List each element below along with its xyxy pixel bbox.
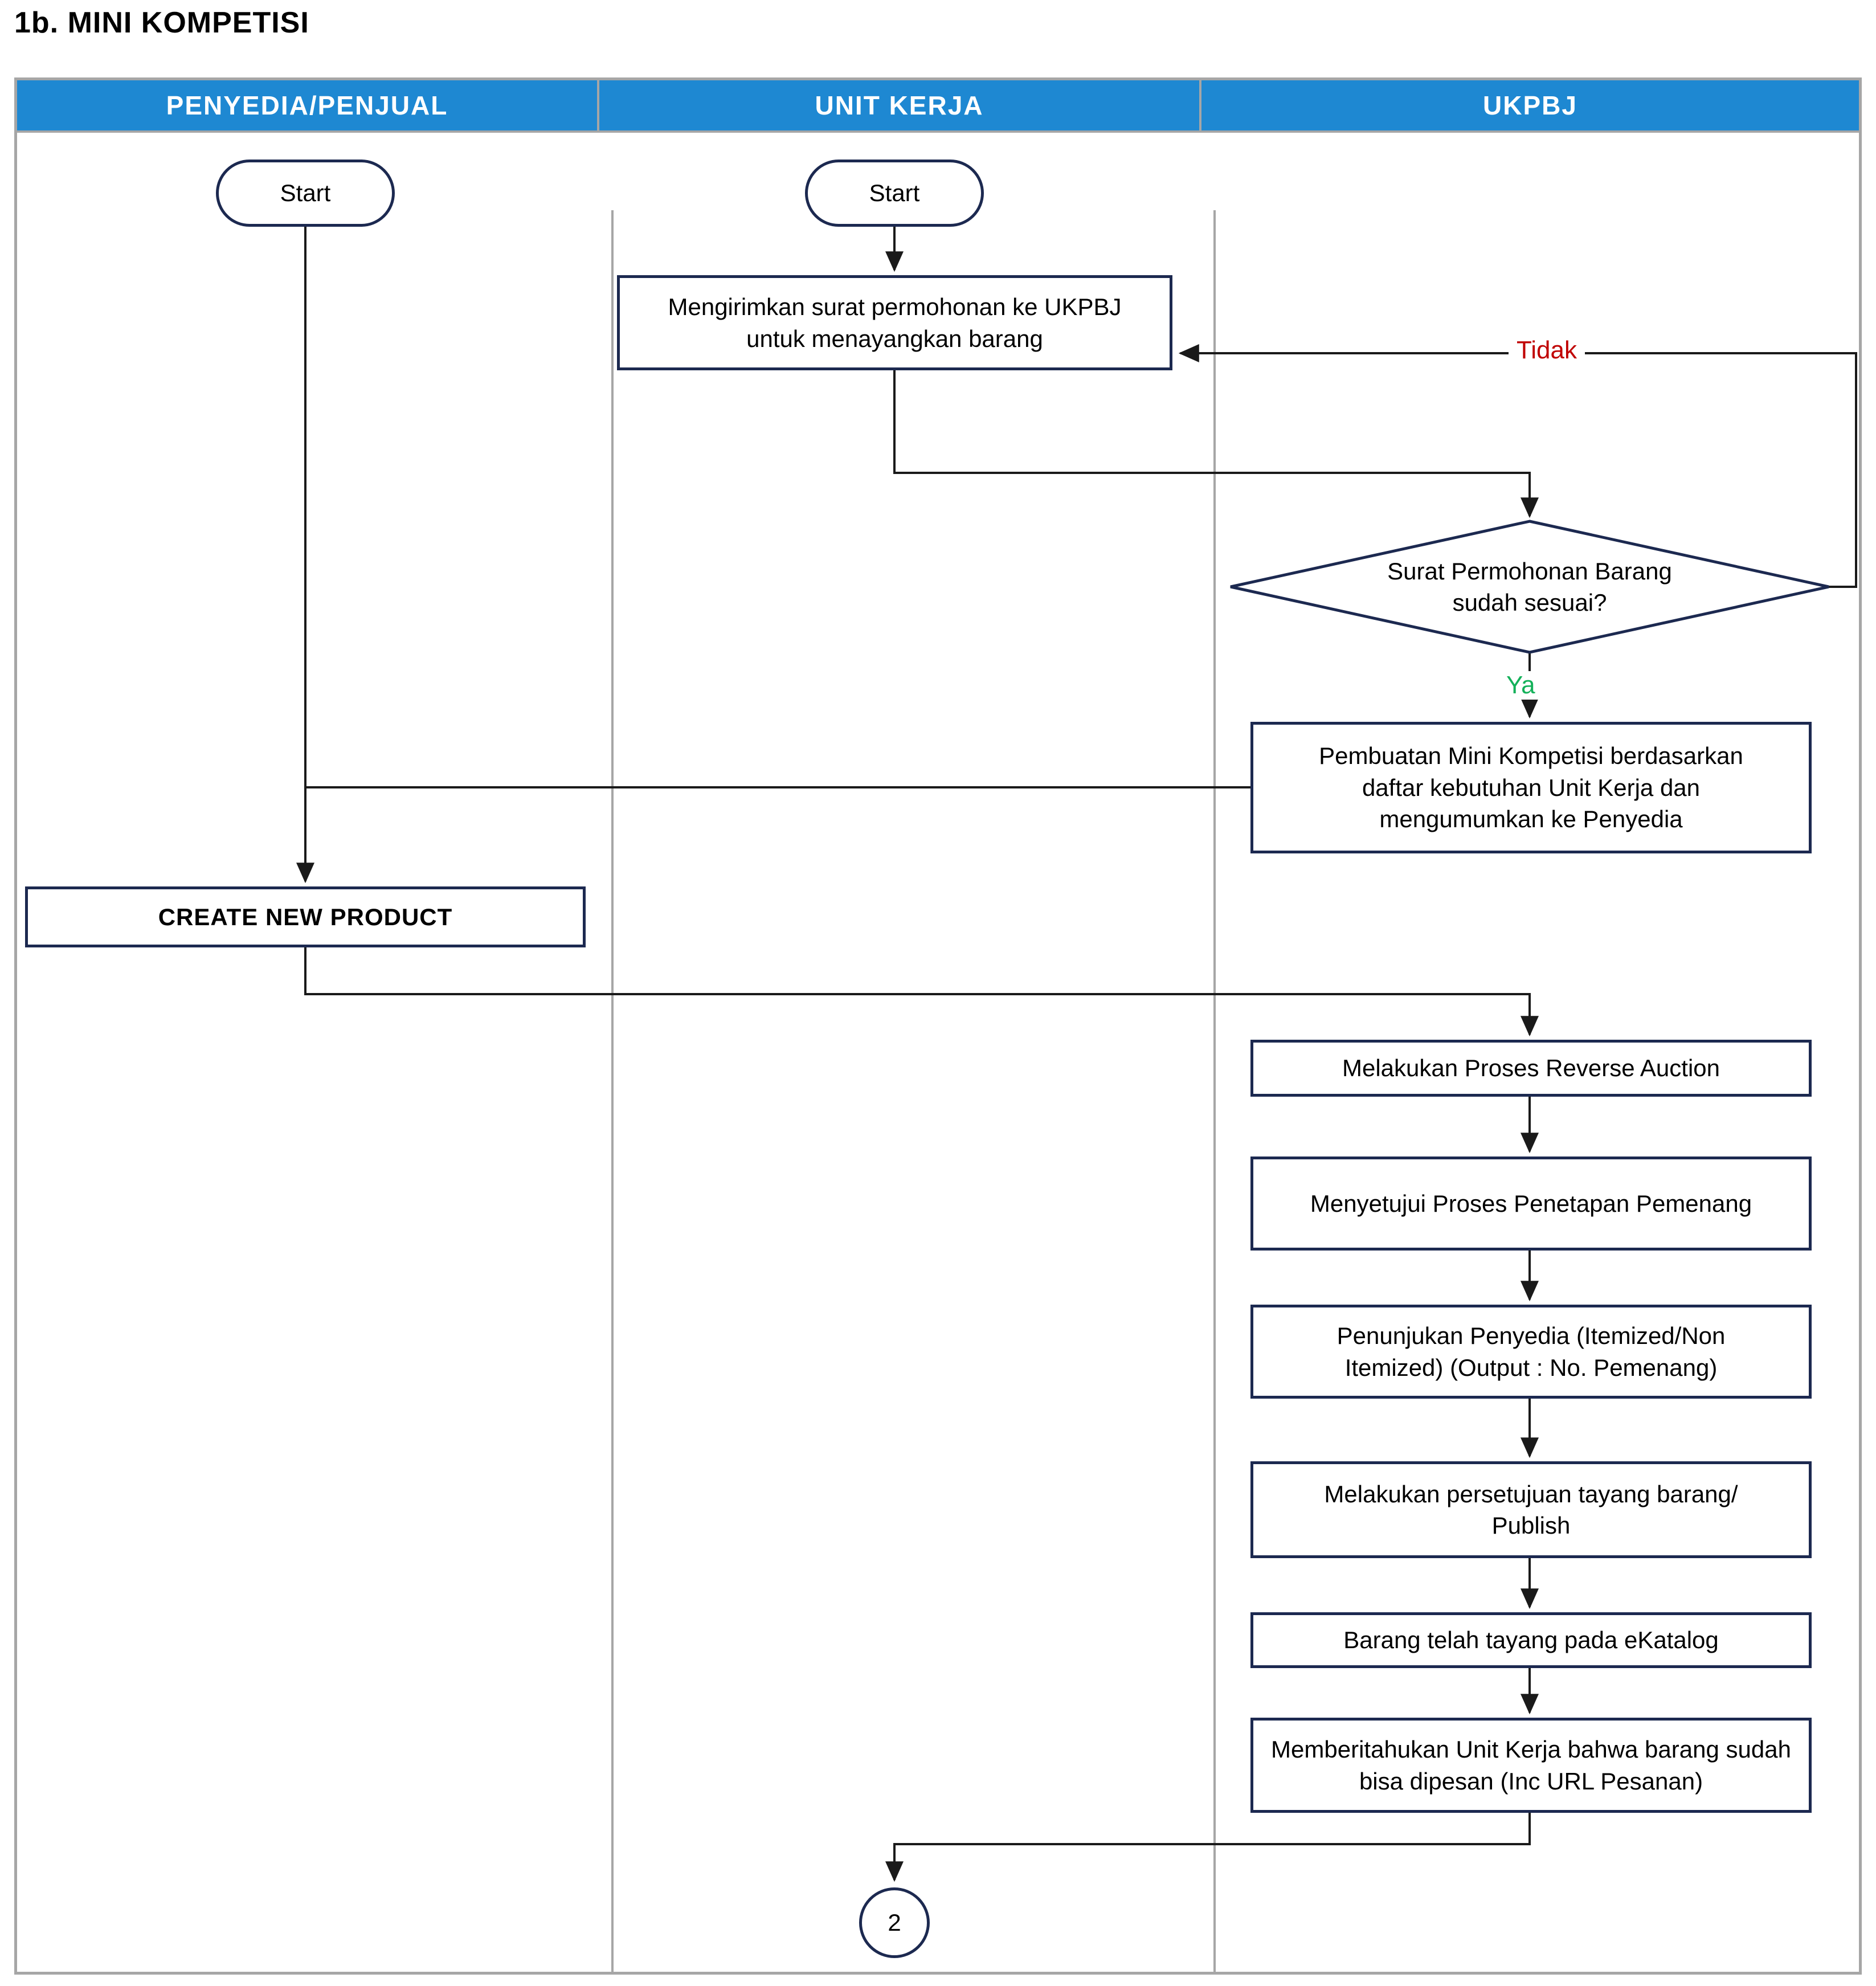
lane-divider-2 bbox=[1213, 210, 1216, 1972]
lane-header-ukpbj: UKPBJ bbox=[1199, 80, 1859, 130]
reverse-auction-node: Melakukan Proses Reverse Auction bbox=[1250, 1040, 1812, 1097]
page-title: 1b. MINI KOMPETISI bbox=[14, 6, 309, 39]
lane-header-penyedia-penjual: PENYEDIA/PENJUAL bbox=[17, 80, 597, 130]
barang-tayang-node: Barang telah tayang pada eKatalog bbox=[1250, 1612, 1812, 1668]
lane-header-row: PENYEDIA/PENJUAL UNIT KERJA UKPBJ bbox=[17, 80, 1859, 133]
edge-label-ya: Ya bbox=[1498, 671, 1543, 700]
start-node-unit-kerja: Start bbox=[805, 160, 984, 227]
decision-node-text: Surat Permohonan Barang sudah sesuai? bbox=[1387, 557, 1672, 616]
create-new-product-node: CREATE NEW PRODUCT bbox=[25, 886, 586, 947]
menyetujui-penetapan-node: Menyetujui Proses Penetapan Pemenang bbox=[1250, 1157, 1812, 1251]
start-node-penyedia: Start bbox=[216, 160, 395, 227]
lane-header-unit-kerja: UNIT KERJA bbox=[597, 80, 1199, 130]
offpage-connector-2: 2 bbox=[859, 1887, 930, 1958]
lane-divider-1 bbox=[611, 210, 614, 1972]
memberitahukan-unit-kerja-node: Memberitahukan Unit Kerja bahwa barang s… bbox=[1250, 1718, 1812, 1813]
penunjukan-penyedia-node: Penunjukan Penyedia (Itemized/Non Itemiz… bbox=[1250, 1305, 1812, 1399]
persetujuan-tayang-node: Melakukan persetujuan tayang barang/ Pub… bbox=[1250, 1461, 1812, 1558]
edge-label-tidak: Tidak bbox=[1509, 336, 1585, 365]
kirim-surat-node: Mengirimkan surat permohonan ke UKPBJ un… bbox=[617, 275, 1172, 370]
pembuatan-mini-kompetisi-node: Pembuatan Mini Kompetisi berdasarkan daf… bbox=[1250, 722, 1812, 853]
